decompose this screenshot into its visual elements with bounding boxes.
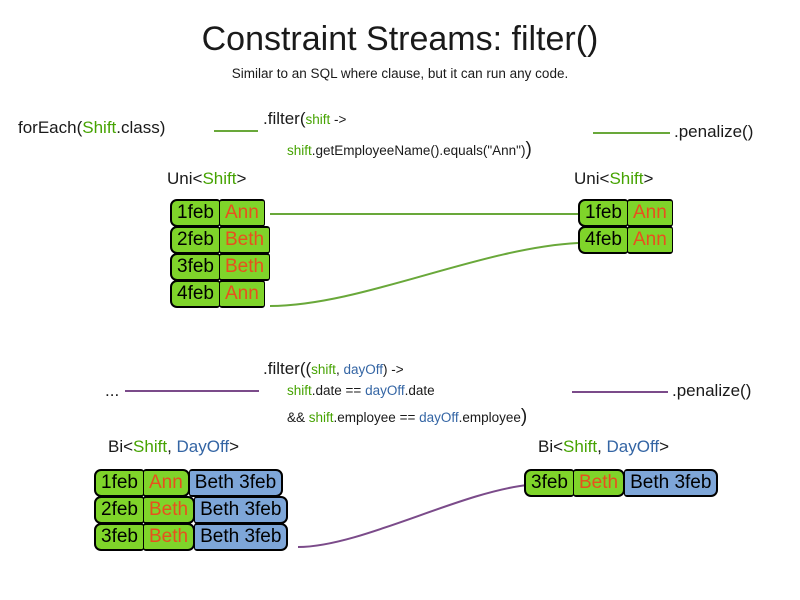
cell-name: Beth [142, 496, 196, 524]
uni-in-suffix: > [236, 169, 247, 188]
cell-date: 3feb [170, 253, 220, 281]
bi-l2-var1: shift [287, 383, 312, 398]
table-row[interactable]: 1feb Ann [170, 199, 270, 227]
bi-filter-line1: .filter((shift, dayOff) -> [263, 359, 404, 379]
wire-bi-row3 [297, 484, 529, 548]
table-row[interactable]: 1feb Ann Beth 3feb [94, 469, 288, 497]
bi-source-ellipsis: ... [105, 381, 120, 400]
foreach-suffix: .class) [116, 118, 166, 137]
bi-out-suffix: > [659, 437, 670, 456]
bi-output-type-label: Bi<Shift, DayOff> [538, 437, 669, 457]
filter-body-var: shift [287, 143, 312, 158]
filter-arrow: -> [330, 112, 347, 127]
cell-dayoff: Beth 3feb [194, 523, 289, 551]
filter-prefix: .filter( [263, 109, 306, 128]
uni-input-type-label: Uni<Shift> [167, 169, 246, 189]
bi-l2-mid: .date == [311, 383, 366, 398]
bi-filter-param2: dayOff [343, 362, 383, 377]
cell-name: Ann [218, 280, 265, 308]
uni-output-table: 1feb Ann 4feb Ann [578, 199, 673, 254]
cell-name: Beth [572, 469, 626, 497]
cell-dayoff: Beth 3feb [624, 469, 719, 497]
cell-date: 2feb [170, 226, 220, 254]
bi-out-comma: , [597, 437, 607, 456]
bi-l3-var1: shift [308, 410, 334, 425]
uni-foreach-call: forEach(Shift.class) [18, 118, 165, 138]
uni-in-type: Shift [202, 169, 237, 188]
filter-body-close-paren: ) [525, 139, 532, 160]
uni-out-suffix: > [643, 169, 654, 188]
cell-date: 3feb [94, 523, 144, 551]
page-title: Constraint Streams: filter() [201, 20, 599, 58]
filter-lambda-param: shift [305, 112, 331, 127]
bi-input-type-label: Bi<Shift, DayOff> [108, 437, 239, 457]
cell-date: 4feb [170, 280, 220, 308]
bi-out-type1: Shift [563, 437, 598, 456]
table-row[interactable]: 3feb Beth [170, 253, 271, 281]
filter-body-expr: .getEmployeeName().equals("Ann") [311, 143, 526, 158]
uni-filter-line1: .filter(shift -> [263, 109, 346, 129]
bi-l3-end: .employee [458, 410, 521, 425]
bi-l3-mid: .employee == [333, 410, 420, 425]
table-row[interactable]: 3feb Beth Beth 3feb [524, 469, 719, 497]
bi-filter-arrow: ) -> [382, 362, 404, 377]
bi-filter-comma: , [335, 362, 344, 377]
bi-l3-and: && [287, 410, 309, 425]
bi-in-prefix: Bi< [108, 437, 134, 456]
cell-dayoff: Beth 3feb [188, 469, 284, 497]
foreach-prefix: forEach( [18, 118, 83, 137]
bi-l2-var2: dayOff [365, 383, 405, 398]
cell-name: Ann [626, 226, 673, 254]
foreach-type: Shift [82, 118, 117, 137]
bi-filter-prefix: .filter(( [263, 359, 312, 378]
bi-filter-line3: && shift.employee == dayOff.employee) [287, 406, 527, 428]
bi-output-table: 3feb Beth Beth 3feb [524, 469, 719, 497]
uni-filter-line2: shift.getEmployeeName().equals("Ann")) [287, 139, 532, 161]
bi-in-comma: , [167, 437, 177, 456]
cell-name: Beth [142, 523, 196, 551]
table-row[interactable]: 2feb Beth Beth 3feb [94, 496, 289, 524]
uni-penalize-call: .penalize() [674, 122, 754, 141]
table-row[interactable]: 4feb Ann [170, 280, 270, 308]
cell-name: Ann [218, 199, 265, 227]
bi-filter-param1: shift [311, 362, 336, 377]
cell-date: 2feb [94, 496, 144, 524]
table-row[interactable]: 4feb Ann [578, 226, 673, 254]
page-subtitle: Similar to an SQL where clause, but it c… [231, 66, 569, 81]
bi-filter-line2: shift.date == dayOff.date [287, 383, 435, 398]
uni-out-type: Shift [609, 169, 644, 188]
wire-uni-row4 [269, 242, 579, 307]
bi-in-suffix: > [229, 437, 240, 456]
cell-dayoff: Beth 3feb [194, 496, 289, 524]
bi-l3-var2: dayOff [419, 410, 459, 425]
table-row[interactable]: 1feb Ann [578, 199, 673, 227]
bi-l3-close-paren: ) [520, 406, 528, 427]
cell-date: 1feb [578, 199, 628, 227]
bi-in-type2: DayOff [176, 437, 230, 456]
bi-l2-end: .date [404, 383, 435, 398]
bi-out-prefix: Bi< [538, 437, 564, 456]
cell-name: Beth [218, 253, 271, 281]
uni-in-prefix: Uni< [167, 169, 203, 188]
cell-name: Ann [626, 199, 673, 227]
bi-out-type2: DayOff [606, 437, 660, 456]
cell-date: 4feb [578, 226, 628, 254]
uni-out-prefix: Uni< [574, 169, 610, 188]
table-row[interactable]: 2feb Beth [170, 226, 271, 254]
uni-input-table: 1feb Ann 2feb Beth 3feb Beth 4feb Ann [170, 199, 271, 308]
cell-name: Beth [218, 226, 271, 254]
bi-penalize-call: .penalize() [672, 381, 752, 400]
table-row[interactable]: 3feb Beth Beth 3feb [94, 523, 289, 551]
cell-date: 3feb [524, 469, 574, 497]
cell-date: 1feb [94, 469, 144, 497]
uni-output-type-label: Uni<Shift> [574, 169, 653, 189]
bi-in-type1: Shift [133, 437, 168, 456]
cell-name: Ann [142, 469, 190, 497]
cell-date: 1feb [170, 199, 220, 227]
bi-input-table: 1feb Ann Beth 3feb 2feb Beth Beth 3feb 3… [94, 469, 289, 551]
